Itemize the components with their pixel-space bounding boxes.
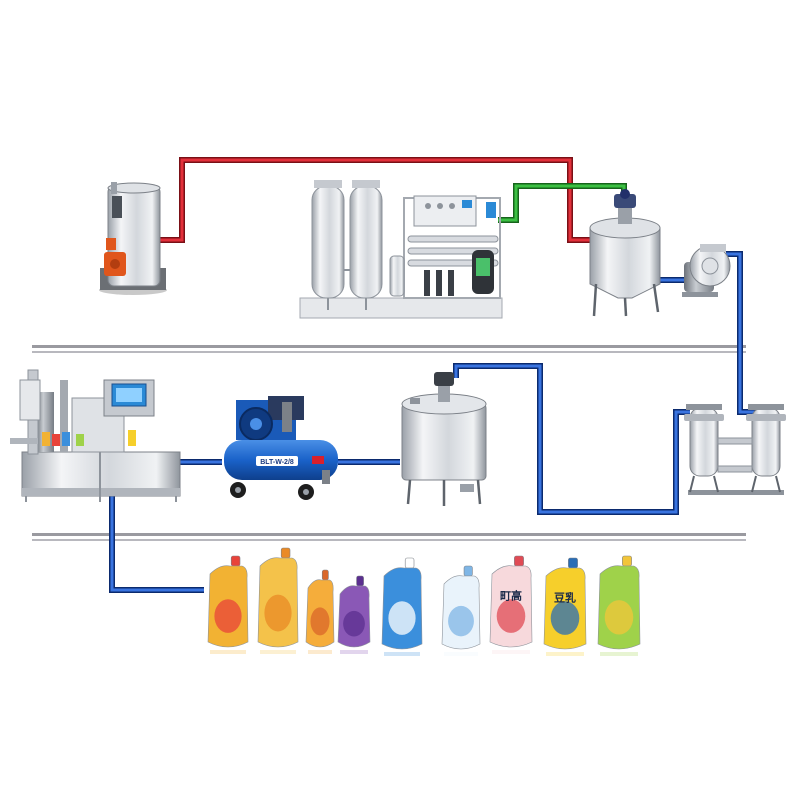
pouch-8-graphic — [550, 601, 580, 635]
products: 町高 豆乳 — [207, 547, 641, 656]
pouch-7-spout — [514, 555, 524, 567]
pouch-1-icon — [207, 555, 249, 654]
pouch-9-reflection — [600, 652, 638, 656]
pouch-5-reflection — [384, 652, 420, 656]
rail-upper — [32, 345, 746, 353]
pouch-8-spout — [568, 557, 578, 569]
rail-lower — [32, 533, 746, 541]
pouch-7-graphic — [496, 599, 526, 633]
pouch-4-spout — [356, 575, 364, 587]
pouch-2-icon — [257, 547, 299, 654]
pouch-7-reflection — [492, 650, 530, 654]
filter-icon — [684, 404, 786, 495]
pouch-3-icon — [305, 569, 335, 654]
compressor-icon: BLT-W-2/8 — [224, 396, 338, 500]
pouch-1-graphic — [214, 599, 242, 633]
pouch-2-reflection — [260, 650, 296, 654]
filling-machine-icon — [10, 369, 181, 502]
pouch-9-graphic — [604, 600, 634, 635]
boiler-icon — [99, 182, 167, 295]
storage-tank-icon — [401, 372, 487, 506]
water-treatment-icon — [299, 180, 503, 319]
pouch-9-spout — [622, 555, 632, 567]
pouch-7-label: 町高 — [500, 588, 522, 602]
product-pipes — [109, 251, 766, 593]
pouch-4-graphic — [343, 610, 365, 637]
pouch-6-reflection — [444, 652, 478, 656]
pouch-4-reflection — [340, 650, 368, 654]
pouch-8-label: 豆乳 — [554, 590, 576, 604]
pouch-1-spout — [230, 555, 241, 567]
pouch-5-icon — [381, 557, 423, 656]
pouch-8-icon: 豆乳 — [543, 557, 587, 656]
pouch-5-graphic — [388, 601, 416, 635]
pouch-1-reflection — [210, 650, 246, 654]
pump-icon — [682, 244, 731, 297]
mixing-tank-icon — [589, 189, 661, 317]
pouch-7-icon: 町高 — [489, 555, 533, 654]
pouch-3-graphic — [310, 607, 330, 636]
pouch-4-icon — [337, 575, 371, 654]
pouch-5-spout — [404, 557, 415, 569]
pouch-8-reflection — [546, 652, 584, 656]
pipes — [109, 157, 766, 593]
pouch-3-spout — [321, 569, 329, 581]
pouch-3-reflection — [308, 650, 332, 654]
pouch-6-icon — [441, 565, 481, 656]
pouch-2-graphic — [264, 594, 292, 632]
pouch-2-spout — [280, 547, 291, 559]
pouch-6-graphic — [448, 605, 474, 637]
compressor-nameplate: BLT-W-2/8 — [260, 459, 294, 466]
pouch-9-icon — [597, 555, 641, 656]
pouch-6-spout — [463, 565, 473, 577]
